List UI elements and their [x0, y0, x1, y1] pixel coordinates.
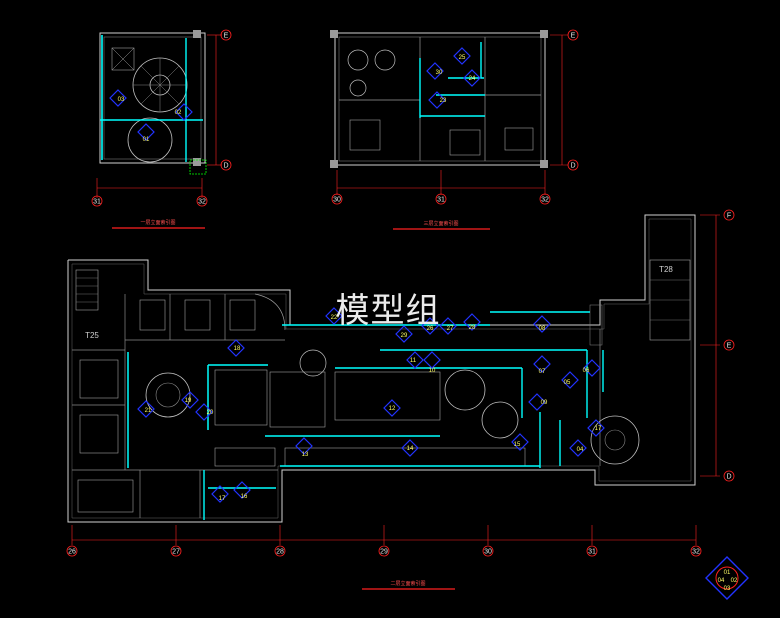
grid-label-31: 31: [437, 197, 445, 204]
svg-text:20: 20: [207, 410, 214, 416]
svg-text:22: 22: [331, 315, 338, 321]
elevation-marker[interactable]: 22: [325, 307, 343, 325]
elevation-marker[interactable]: 02: [175, 103, 193, 121]
elevation-marker[interactable]: 29: [395, 325, 413, 343]
elevation-marker[interactable]: 24: [463, 69, 481, 87]
svg-text:29: 29: [401, 333, 408, 339]
grid-label-d: D: [726, 474, 731, 481]
elevation-marker[interactable]: 15: [511, 433, 529, 451]
svg-text:21: 21: [145, 408, 152, 414]
svg-text:17: 17: [595, 426, 602, 432]
elevation-marker[interactable]: 08: [533, 315, 551, 333]
grid-label-e: E: [224, 33, 229, 40]
elevation-marker[interactable]: 04: [569, 439, 587, 457]
grid-label-32: 32: [198, 199, 206, 206]
key-label-top: 01: [724, 570, 731, 576]
elevation-marker[interactable]: 14: [401, 439, 419, 457]
svg-text:01: 01: [143, 137, 150, 143]
svg-text:11: 11: [410, 358, 417, 364]
elevation-marker[interactable]: 27: [439, 317, 457, 335]
elevation-marker[interactable]: 03: [109, 89, 127, 107]
svg-text:16: 16: [241, 494, 248, 500]
elevation-marker[interactable]: 21: [137, 400, 155, 418]
elevation-marker[interactable]: 28: [463, 313, 481, 331]
elevation-marker[interactable]: 06: [583, 359, 601, 377]
elevation-index-key: 01 04 02 03: [705, 556, 749, 600]
grid-label-27: 27: [172, 549, 180, 556]
elevation-marker[interactable]: 17: [587, 419, 605, 437]
svg-text:03: 03: [118, 97, 125, 103]
grid-label-29: 29: [380, 549, 388, 556]
svg-text:14: 14: [407, 446, 414, 452]
elevation-marker[interactable]: 23: [428, 91, 447, 109]
svg-text:23: 23: [440, 98, 447, 104]
elevation-marker[interactable]: 10: [423, 351, 441, 374]
svg-text:02: 02: [175, 110, 182, 116]
third-floor-caption: 三层立面索引图: [423, 220, 458, 227]
key-label-bottom: 03: [724, 586, 731, 592]
elevation-marker[interactable]: 19: [181, 391, 199, 409]
elevation-marker[interactable]: 16: [233, 481, 251, 500]
elevation-marker[interactable]: 17: [211, 485, 229, 503]
svg-text:17: 17: [219, 496, 226, 502]
elevation-marker[interactable]: 11: [406, 351, 424, 369]
grid-label-e: E: [571, 33, 576, 40]
elevation-marker[interactable]: 12: [383, 399, 401, 417]
svg-text:05: 05: [564, 380, 571, 386]
grid-label-31: 31: [93, 199, 101, 206]
grid-label-26: 26: [68, 549, 76, 556]
grid-label-31: 31: [588, 549, 596, 556]
svg-text:09: 09: [541, 400, 548, 406]
svg-text:27: 27: [447, 326, 454, 332]
key-label-right: 02: [731, 578, 738, 584]
grid-label-d: D: [570, 163, 575, 170]
svg-text:19: 19: [185, 398, 192, 404]
elevation-marker[interactable]: 07: [533, 355, 551, 375]
elevation-marker[interactable]: 18: [227, 339, 245, 357]
grid-label-30: 30: [484, 549, 492, 556]
svg-text:15: 15: [514, 442, 521, 448]
svg-text:08: 08: [539, 326, 546, 332]
third-floor-plan: E D 30 31 32 30 25 24 23 三层立面索引图: [330, 29, 579, 230]
svg-text:07: 07: [539, 369, 546, 375]
elevation-marker[interactable]: 20: [195, 403, 214, 421]
svg-text:18: 18: [234, 346, 241, 352]
svg-text:12: 12: [389, 406, 396, 412]
room-label: T28: [659, 265, 673, 274]
grid-label-32: 32: [692, 549, 700, 556]
grid-label-d: D: [223, 163, 228, 170]
room-label: T25: [85, 331, 99, 340]
grid-label-32: 32: [541, 197, 549, 204]
svg-text:06: 06: [583, 368, 590, 374]
svg-text:24: 24: [469, 76, 476, 82]
svg-text:10: 10: [429, 368, 436, 374]
first-floor-caption: 一层立面索引图: [140, 219, 175, 226]
grid-label-e: E: [727, 343, 732, 350]
second-floor-caption: 二层立面索引图: [390, 580, 425, 587]
elevation-marker[interactable]: 01: [137, 123, 155, 143]
second-floor-plan: T25 T28 F E D: [66, 209, 735, 590]
elevation-marker[interactable]: 13: [295, 437, 313, 458]
elevation-marker[interactable]: 26: [421, 317, 439, 335]
elevation-marker[interactable]: 05: [561, 371, 579, 389]
svg-text:26: 26: [427, 326, 434, 332]
svg-text:30: 30: [436, 70, 443, 76]
elevation-marker[interactable]: 09: [528, 393, 548, 411]
elevation-marker[interactable]: 25: [453, 47, 471, 65]
first-floor-plan: E D 31 32 03 01 02 一层立面索引图: [91, 29, 232, 229]
grid-label-28: 28: [276, 549, 284, 556]
grid-label-30: 30: [333, 197, 341, 204]
elevation-marker[interactable]: 30: [426, 62, 444, 80]
svg-text:13: 13: [302, 452, 309, 458]
key-label-left: 04: [718, 578, 725, 584]
grid-label-f: F: [727, 213, 731, 220]
watermark-text: 模型组: [336, 292, 441, 330]
svg-text:28: 28: [469, 325, 476, 331]
svg-text:25: 25: [459, 55, 466, 61]
svg-text:04: 04: [577, 447, 584, 453]
